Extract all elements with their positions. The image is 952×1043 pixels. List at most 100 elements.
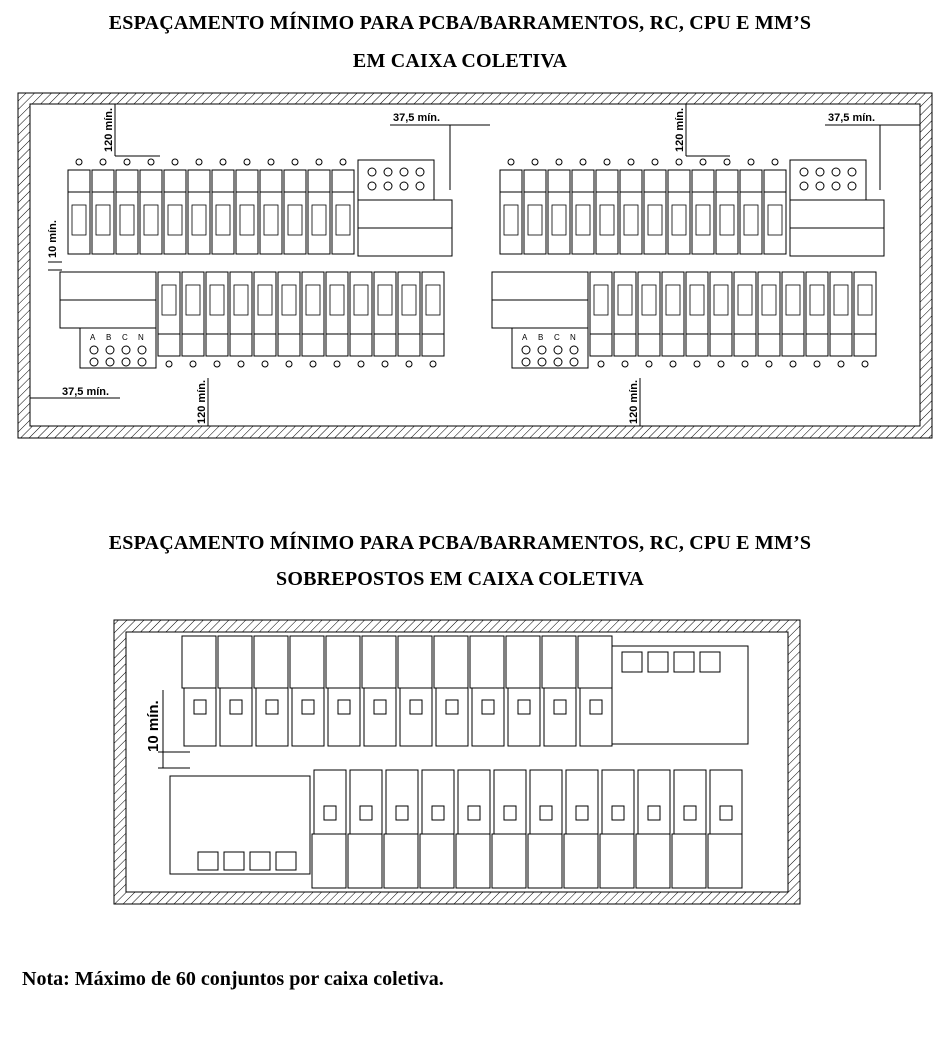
module-bottom-cap: [637, 333, 661, 357]
meter-window-lower: [257, 284, 273, 316]
meter-module-upper: [619, 191, 643, 255]
mount-screw: [171, 158, 179, 166]
mount-screw: [669, 360, 677, 368]
mount-screw: [333, 360, 341, 368]
meter-window-upper: [767, 204, 783, 236]
overlap-module-top: [397, 635, 433, 689]
overlap-window-lower: [503, 805, 517, 821]
overlap-module-top: [577, 635, 613, 689]
overlap-window-lower: [575, 805, 589, 821]
overlap-module-top: [325, 635, 361, 689]
overlap-module-bottom: [491, 833, 527, 889]
note-text: Nota: Máximo de 60 conjuntos por caixa c…: [22, 968, 444, 990]
mount-screw: [261, 360, 269, 368]
mount-screw: [747, 158, 755, 166]
terminal-screw: [569, 345, 579, 355]
overlap-module-upper: [543, 687, 577, 747]
meter-window-upper: [239, 204, 255, 236]
overlap-module-upper: [291, 687, 325, 747]
overlap-terminal-upper: [673, 651, 695, 673]
mount-screw: [315, 158, 323, 166]
meter-window-upper: [191, 204, 207, 236]
meter-window-upper: [575, 204, 591, 236]
mount-screw: [405, 360, 413, 368]
meter-module-upper: [667, 191, 691, 255]
terminal-screw: [831, 167, 841, 177]
meter-module-upper: [115, 191, 139, 255]
terminal-screw: [847, 167, 857, 177]
module-bottom-cap: [229, 333, 253, 357]
terminal-screw: [121, 357, 131, 367]
mount-screw: [195, 158, 203, 166]
mount-screw: [189, 360, 197, 368]
overlap-window-lower: [431, 805, 445, 821]
dimension-side-left: 37,5 mín.: [390, 112, 490, 190]
overlap-window-lower: [395, 805, 409, 821]
meter-window-lower: [857, 284, 873, 316]
meter-window-lower: [305, 284, 321, 316]
overlap-module-bottom: [599, 833, 635, 889]
meter-window-upper: [743, 204, 759, 236]
module-bottom-cap: [853, 333, 877, 357]
mount-screw: [531, 158, 539, 166]
mount-screw: [579, 158, 587, 166]
mount-screw: [771, 158, 779, 166]
mount-screw: [603, 158, 611, 166]
meter-module-upper: [523, 191, 547, 255]
meter-window-lower: [713, 284, 729, 316]
overlap-terminal-upper: [647, 651, 669, 673]
meter-window-upper: [215, 204, 231, 236]
overlap-module-top: [433, 635, 469, 689]
meter-module-upper: [571, 191, 595, 255]
meter-module-upper: [763, 191, 787, 255]
meter-window-lower: [593, 284, 609, 316]
module-bottom-cap: [733, 333, 757, 357]
dimension-bottom-right: 120 mín.: [628, 378, 641, 426]
overlap-module-top: [361, 635, 397, 689]
mount-screw: [213, 360, 221, 368]
module-bottom-cap: [661, 333, 685, 357]
terminal-screw: [89, 357, 99, 367]
meter-window-upper: [503, 204, 519, 236]
meter-window-upper: [95, 204, 111, 236]
module-bottom-cap: [613, 333, 637, 357]
dim-label-gap-left: 10 mín.: [47, 220, 59, 258]
meter-module-upper: [547, 191, 571, 255]
overlap-module-bottom: [347, 833, 383, 889]
overlap-module-upper: [183, 687, 217, 747]
mount-screw: [219, 158, 227, 166]
terminal-screw: [137, 345, 147, 355]
dim-label-gap-overlapped: 10 mín.: [145, 700, 162, 752]
meter-window-upper: [167, 204, 183, 236]
meter-window-lower: [641, 284, 657, 316]
mount-screw: [627, 158, 635, 166]
dimension-side-right: 37,5 mín.: [825, 112, 920, 190]
dimension-gap-left: 10 mín.: [47, 220, 62, 271]
dimension-top-left: 120 mín.: [103, 104, 160, 157]
overlap-window-lower: [539, 805, 553, 821]
overlap-module-top: [253, 635, 289, 689]
meter-window-upper: [671, 204, 687, 236]
meter-window-upper: [287, 204, 303, 236]
mount-screw: [381, 360, 389, 368]
terminal-screw: [553, 345, 563, 355]
terminal-screw: [537, 345, 547, 355]
section2-title-line1: ESPAÇAMENTO MÍNIMO PARA PCBA/BARRAMENTOS…: [108, 532, 812, 554]
dim-label-bottom-vertical-right: 120 mín.: [628, 380, 640, 424]
meter-module-upper: [163, 191, 187, 255]
overlap-module-bottom: [707, 833, 743, 889]
meter-window-lower: [737, 284, 753, 316]
overlap-window-upper: [373, 699, 387, 715]
mount-screw: [675, 158, 683, 166]
meter-module-upper: [499, 191, 523, 255]
meter-window-upper: [647, 204, 663, 236]
meter-row-lower: [169, 769, 743, 889]
meter-window-upper: [263, 204, 279, 236]
section1-title-line1: ESPAÇAMENTO MÍNIMO PARA PCBA/BARRAMENTOS…: [108, 12, 812, 34]
module-bottom-cap: [205, 333, 229, 357]
overlap-module-lower: [349, 769, 383, 835]
overlap-module-lower: [313, 769, 347, 835]
overlap-module-lower: [709, 769, 743, 835]
mount-screw: [717, 360, 725, 368]
